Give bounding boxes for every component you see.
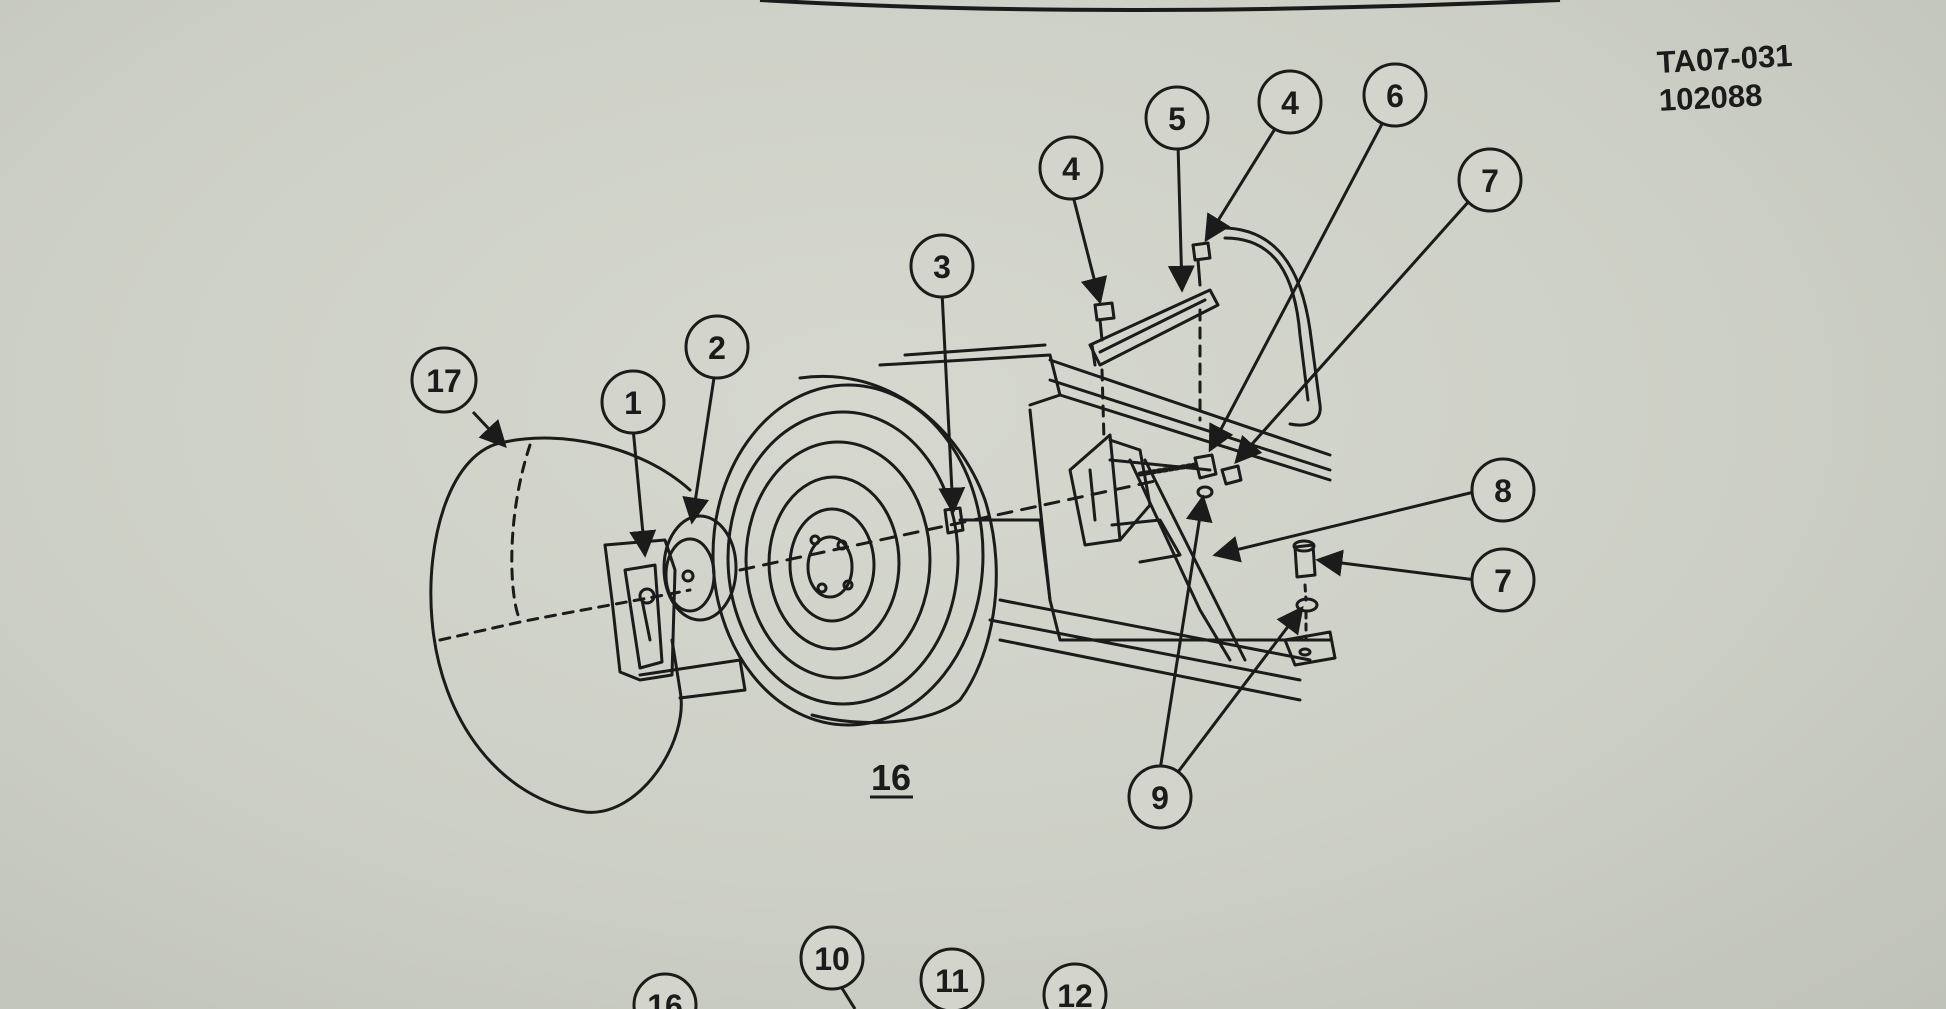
hanger-bracket-part xyxy=(1068,433,1247,662)
callout-number-8: 8 xyxy=(1494,473,1512,509)
callout-number-7b: 7 xyxy=(1494,563,1512,599)
callout-number-11: 11 xyxy=(935,963,969,999)
frame-rail-part xyxy=(878,226,1332,702)
callout-leaders xyxy=(471,123,1477,1009)
callout-number-5: 5 xyxy=(1168,101,1186,137)
callout-bubble-9 xyxy=(1127,764,1193,830)
callout-bubble-4b xyxy=(1257,69,1323,135)
callout-bubble-3 xyxy=(909,233,975,299)
callout-bubble-10 xyxy=(799,925,865,991)
callout-number-16: 16 xyxy=(647,988,683,1009)
callout-number-1: 1 xyxy=(624,385,642,421)
nut-part xyxy=(1220,464,1317,579)
callout-number-3: 3 xyxy=(933,249,951,285)
callout-bubbles xyxy=(410,62,1536,1009)
main-item-label: 16 xyxy=(870,757,913,799)
callout-number-12: 12 xyxy=(1057,978,1093,1009)
tire-cover-part xyxy=(429,436,692,814)
callout-bubble-11 xyxy=(919,947,985,1009)
callout-number-9: 9 xyxy=(1151,780,1169,816)
callout-bubble-6 xyxy=(1362,62,1428,128)
callout-bubble-1 xyxy=(600,369,666,435)
callout-bubble-7a xyxy=(1457,147,1523,213)
callout-bubble-16 xyxy=(632,972,698,1009)
callout-number-7a: 7 xyxy=(1481,163,1499,199)
callout-bubble-7b xyxy=(1470,547,1536,613)
retainer-strap-part xyxy=(1088,288,1220,367)
callout-number-6: 6 xyxy=(1386,78,1404,114)
callout-bubble-12 xyxy=(1042,962,1108,1009)
callout-number-2: 2 xyxy=(708,330,726,366)
callout-bubble-17 xyxy=(410,346,478,414)
adjuster-bolt-part xyxy=(1137,453,1218,480)
main-item-number: 16 xyxy=(871,757,911,798)
spare-wheel-part xyxy=(711,375,998,727)
callout-bubble-4a xyxy=(1038,135,1104,201)
callout-number-4b: 4 xyxy=(1281,85,1299,121)
callout-number-4a: 4 xyxy=(1062,151,1080,187)
callout-number-10: 10 xyxy=(814,941,850,977)
callout-bubble-8 xyxy=(1470,457,1536,523)
callout-bubble-2 xyxy=(684,314,750,380)
callout-bubble-5 xyxy=(1144,85,1210,151)
callout-number-17: 17 xyxy=(426,363,462,399)
